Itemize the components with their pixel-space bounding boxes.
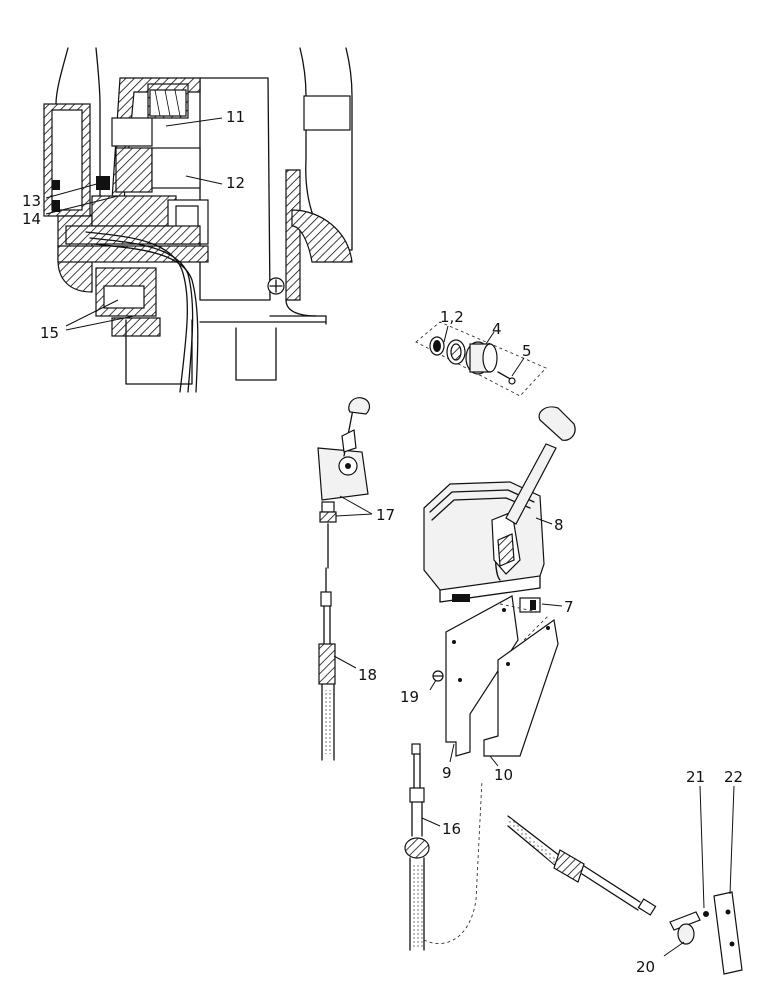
- part-19-screw: [429, 670, 444, 691]
- main-control-box: [423, 406, 576, 603]
- callout-9: 9: [442, 764, 452, 782]
- knob-parts-group: [415, 321, 547, 397]
- bracket-9: [445, 595, 519, 757]
- callout-20: 20: [636, 958, 655, 976]
- callout-7: 7: [564, 598, 574, 616]
- callout-4: 4: [492, 320, 502, 338]
- part-7-clip: [519, 597, 563, 613]
- callout-16: 16: [442, 820, 461, 838]
- cable-18: [318, 567, 357, 761]
- leader-lines-knob: [443, 325, 525, 377]
- callout-12: 12: [226, 174, 245, 192]
- callout-1-2: 1,2: [440, 308, 464, 326]
- leader-lines-17: [335, 495, 373, 517]
- leader-9: [449, 743, 455, 763]
- bracket-10: [483, 618, 559, 757]
- callout-21: 21: [686, 768, 705, 786]
- cutaway-assembly: [43, 47, 353, 393]
- assembly-guide-line: [499, 603, 539, 613]
- cable-16: [404, 743, 483, 951]
- small-control-assembly: [317, 397, 371, 569]
- callout-11: 11: [226, 108, 245, 126]
- leader-lines-upper: [45, 117, 223, 331]
- callout-8: 8: [554, 516, 564, 534]
- callout-15: 15: [40, 324, 59, 342]
- callout-14: 14: [22, 210, 41, 228]
- callout-10: 10: [494, 766, 513, 784]
- callout-19: 19: [400, 688, 419, 706]
- callout-5: 5: [522, 342, 532, 360]
- callout-17: 17: [376, 506, 395, 524]
- lower-cable-assembly: [507, 785, 743, 975]
- leader-10: [489, 755, 499, 767]
- callout-18: 18: [358, 666, 377, 684]
- callout-labels: 11 12 13 14 15 1,2 4 5 17 8 7 18 19 9 10…: [22, 108, 743, 976]
- callout-22: 22: [724, 768, 743, 786]
- callout-13: 13: [22, 192, 41, 210]
